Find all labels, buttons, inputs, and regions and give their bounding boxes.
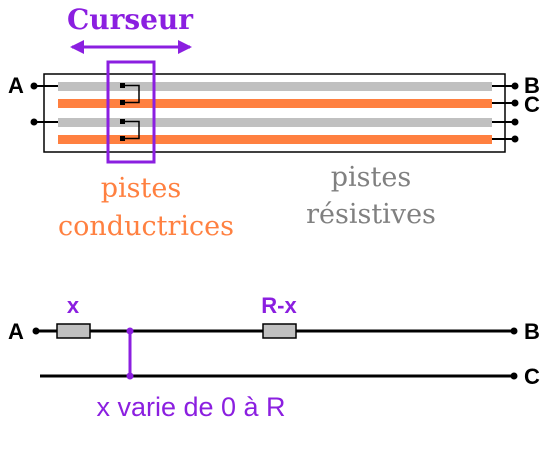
- terminal-c-label: C: [524, 92, 540, 117]
- conductive-label-line1: pistes: [101, 173, 181, 204]
- schematic-caption: x varie de 0 à R: [96, 392, 285, 422]
- cursor-arrow: [70, 40, 192, 54]
- conductive-track-2: [58, 135, 492, 144]
- terminal-a-dot: [30, 82, 38, 90]
- conductive-track-1: [58, 99, 492, 108]
- cursor-box: [106, 60, 156, 164]
- conductive-label-line2: conductrices: [58, 211, 234, 242]
- resistive-label-line2: résistives: [306, 199, 436, 230]
- resistor-r-minus-x-label: R-x: [261, 293, 297, 318]
- schematic-terminal-b-dot: [510, 327, 518, 335]
- resistor-r-minus-x: [262, 323, 297, 339]
- schematic-terminal-a-label: A: [8, 319, 24, 344]
- schematic-wiper-top-dot: [126, 327, 134, 335]
- schematic-wiper-bottom-dot: [126, 372, 134, 380]
- resistive-label-line1: pistes: [331, 162, 411, 193]
- schematic-terminal-c-dot: [510, 372, 518, 380]
- cursor-arrow-left-head: [70, 40, 84, 54]
- terminal-b-dot: [511, 82, 519, 90]
- resistive-track-1: [58, 82, 492, 91]
- terminal-right-3-dot: [511, 118, 519, 126]
- resistor-x: [56, 323, 91, 339]
- terminal-b-label: B: [524, 73, 540, 98]
- schematic-terminal-a-dot: [32, 327, 40, 335]
- terminal-a-label: A: [8, 73, 24, 98]
- cursor-label: Curseur: [67, 3, 194, 36]
- schematic-terminal-c-label: C: [524, 364, 540, 389]
- terminal-c-dot: [511, 99, 519, 107]
- resistive-track-2: [58, 118, 492, 127]
- schematic-terminal-b-label: B: [524, 319, 540, 344]
- cursor-arrow-right-head: [178, 40, 192, 54]
- terminal-left-2-dot: [30, 118, 38, 126]
- resistor-x-label: x: [67, 293, 80, 318]
- terminal-right-4-dot: [511, 135, 519, 143]
- cursor-wipers: [120, 83, 140, 141]
